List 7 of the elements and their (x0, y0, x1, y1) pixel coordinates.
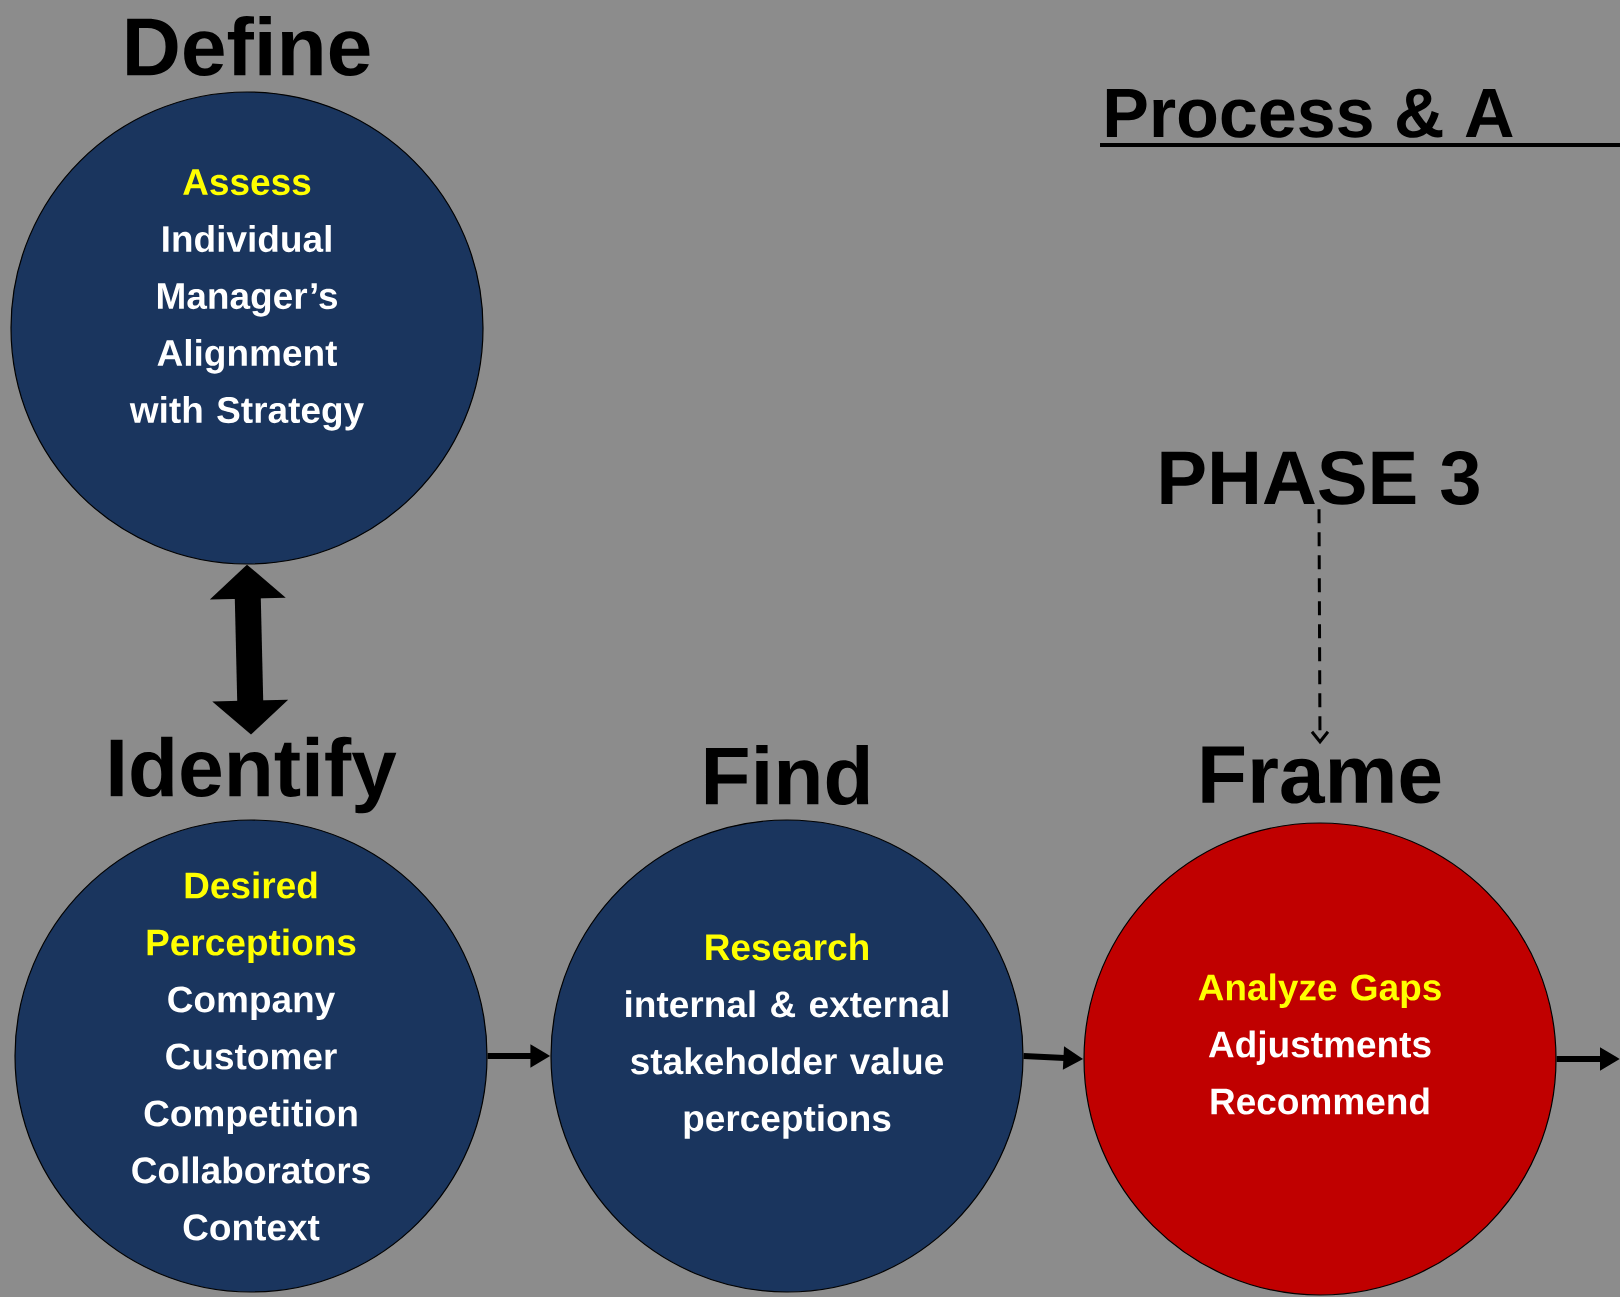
heading: Identify (110, 736, 397, 814)
heading: Frame (1202, 746, 1441, 804)
title: Process & A (1100, 88, 1620, 147)
heading: Define (127, 15, 370, 77)
phase-label: PHASE 3 (1161, 451, 1479, 505)
arrow (1310, 509, 1330, 745)
heading: Find (705, 744, 869, 806)
